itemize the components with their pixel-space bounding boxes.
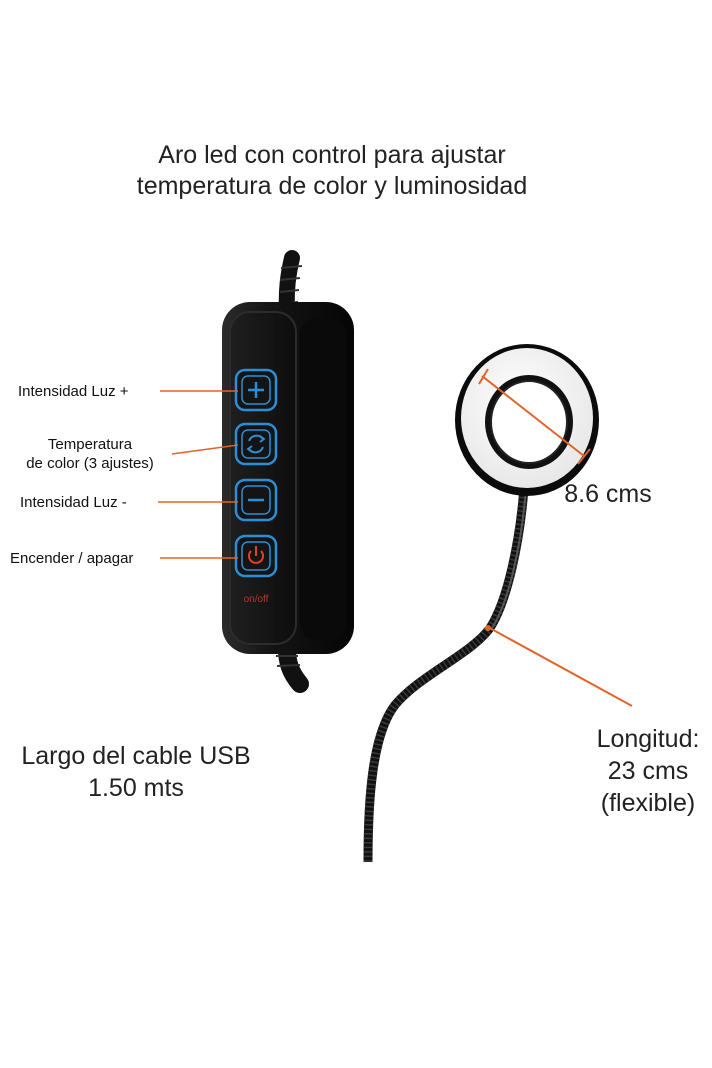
plus-icon	[248, 382, 264, 398]
label-power: Encender / apagar	[10, 550, 134, 567]
label-color-temperature: Temperatura de color (3 ajustes)	[10, 435, 170, 473]
title-line-2: temperatura de color y luminosidad	[136, 172, 528, 200]
page-title: Aro led con control para ajustar tempera…	[0, 140, 664, 202]
label-intensity-minus: Intensidad Luz -	[20, 494, 127, 511]
gooseneck-length-line-3: (flexible)	[600, 789, 696, 817]
button-intensity-plus[interactable]	[234, 368, 278, 412]
button-color-temperature[interactable]	[234, 422, 278, 466]
gooseneck-leader-line	[485, 625, 633, 707]
cable-length-line-1: Largo del cable USB	[21, 742, 251, 770]
ring-diameter-label: 8.6 cms	[564, 480, 652, 508]
title-line-1: Aro led con control para ajustar	[158, 141, 506, 169]
cable-length-line-2: 1.50 mts	[88, 774, 184, 802]
gooseneck-length-label: Longitud: 23 cms (flexible)	[578, 723, 712, 819]
button-leader-lines	[158, 390, 239, 559]
gooseneck-length-line-1: Longitud:	[596, 725, 700, 753]
gooseneck	[363, 487, 529, 863]
ring-light	[455, 344, 599, 496]
label-color-temperature-line-2: de color (3 ajustes)	[26, 455, 154, 472]
button-power[interactable]	[234, 534, 278, 578]
label-intensity-plus: Intensidad Luz +	[18, 383, 129, 400]
cable-length-label: Largo del cable USB 1.50 mts	[0, 740, 272, 804]
onoff-label: on/off	[244, 594, 269, 605]
cycle-icon	[246, 434, 266, 454]
ring-diameter-line	[478, 368, 591, 465]
gooseneck-length-line-2: 23 cms	[607, 757, 689, 785]
power-icon	[248, 546, 264, 564]
controller-body	[222, 302, 354, 654]
button-intensity-minus[interactable]	[234, 478, 278, 522]
label-color-temperature-line-1: Temperatura	[47, 436, 133, 453]
